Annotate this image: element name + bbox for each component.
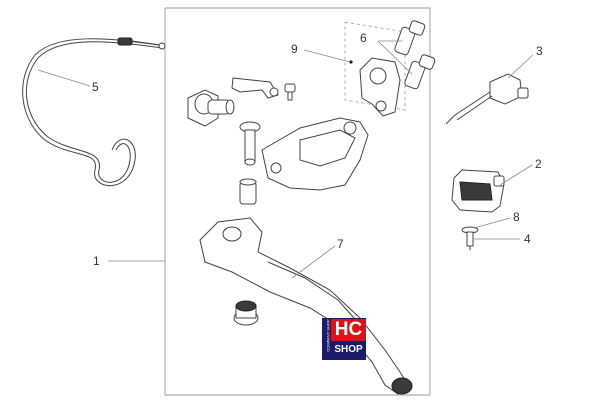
clutch-lever-part	[199, 217, 413, 395]
switch-part	[445, 73, 529, 125]
lever-bracket-part	[261, 117, 369, 191]
callout-6: 6	[360, 31, 367, 45]
leader-5	[37, 69, 91, 87]
logo-main-text: HC	[331, 319, 366, 341]
bushing-part	[239, 178, 257, 205]
pivot-bolt-part	[239, 121, 261, 166]
small-screw-part	[284, 83, 296, 101]
callout-1: 1	[93, 254, 100, 268]
callout-8: 8	[513, 210, 520, 224]
cable-part	[22, 37, 166, 187]
switch-body-part	[451, 169, 505, 213]
screw-part	[461, 226, 479, 250]
leader-9-dot	[349, 60, 353, 64]
logo-vertical-text: COMPANY SHOP	[325, 319, 331, 352]
leader-3	[507, 54, 534, 79]
grommet-part	[233, 300, 259, 326]
subassembly-frame	[344, 21, 406, 111]
assembly-frame	[164, 7, 431, 396]
leader-7	[291, 245, 336, 279]
logo-sub-text: SHOP	[334, 344, 363, 355]
bolt-part	[394, 20, 436, 90]
callout-7: 7	[337, 237, 344, 251]
callout-4: 4	[524, 232, 531, 246]
leader-9	[303, 49, 351, 63]
leader-8	[473, 217, 511, 229]
callout-9: 9	[291, 42, 298, 56]
callout-5: 5	[92, 80, 99, 94]
hc-shop-logo: COMPANY SHOP HC SHOP	[322, 318, 366, 360]
callout-2: 2	[535, 157, 542, 171]
leader-6b	[377, 40, 413, 75]
leader-2	[499, 164, 533, 186]
callout-3: 3	[536, 44, 543, 58]
bracket-spring-part	[231, 77, 279, 99]
adjuster-knob-part	[187, 89, 235, 127]
clamp-part	[359, 57, 401, 117]
